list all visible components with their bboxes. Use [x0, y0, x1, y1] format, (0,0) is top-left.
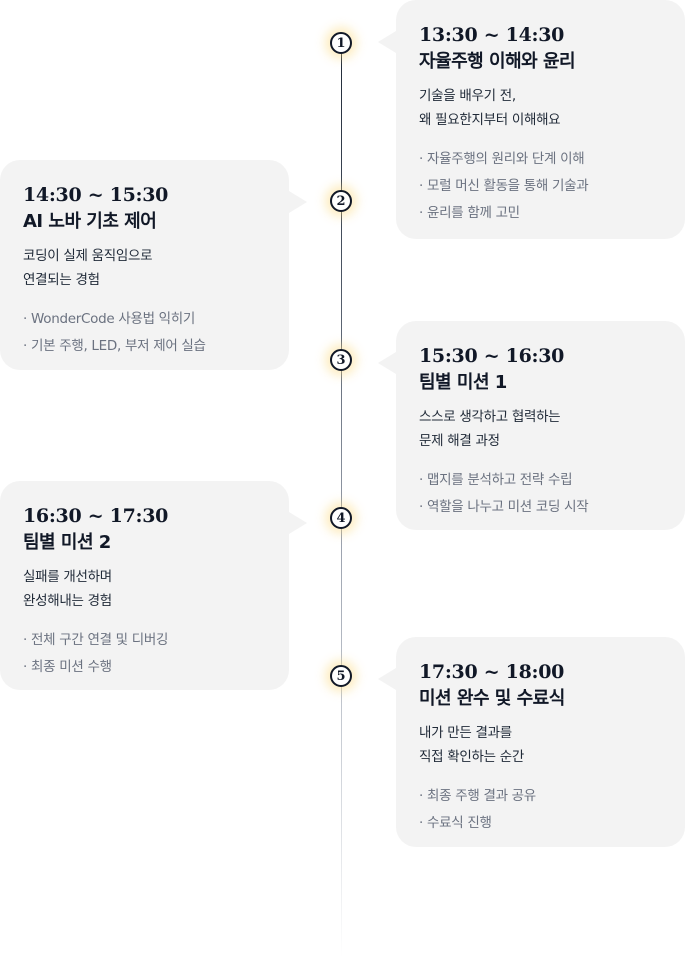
session-title: AI 노바 기초 제어	[23, 211, 157, 232]
bullet-item: · 윤리를 함께 고민	[419, 205, 520, 221]
description-line: 코딩이 실제 움직임으로	[23, 248, 153, 264]
description-line: 스스로 생각하고 협력하는	[419, 409, 561, 425]
bullet-item: · 전체 구간 연결 및 디버깅	[23, 632, 169, 648]
session-bullets: · 맵지를 분석하고 전략 수립 · 역할을 나누고 미션 코딩 시작	[419, 467, 663, 521]
session-time: 14:30 ~ 15:30	[23, 184, 169, 206]
session-time: 15:30 ~ 16:30	[419, 345, 565, 367]
step-marker-4: 4	[330, 507, 352, 529]
bullet-item: · 자율주행의 원리와 단계 이해	[419, 151, 585, 167]
step-marker-5: 5	[330, 665, 352, 687]
step-number: 5	[336, 668, 346, 684]
step-marker-3: 3	[330, 349, 352, 371]
session-title: 미션 완수 및 수료식	[419, 688, 565, 709]
session-description: 코딩이 실제 움직임으로 연결되는 경험	[23, 244, 267, 292]
session-description: 실패를 개선하며 완성해내는 경험	[23, 565, 267, 613]
session-bullets: · WonderCode 사용법 익히기 · 기본 주행, LED, 부저 제어…	[23, 306, 267, 360]
session-title: 자율주행 이해와 윤리	[419, 51, 576, 72]
bullet-item: · 최종 미션 수행	[23, 659, 112, 675]
description-line: 연결되는 경험	[23, 272, 100, 288]
session-card-1: 13:30 ~ 14:30 자율주행 이해와 윤리 기술을 배우기 전, 왜 필…	[378, 0, 685, 239]
step-marker-2: 2	[330, 190, 352, 212]
description-line: 직접 확인하는 순간	[419, 749, 524, 765]
session-description: 스스로 생각하고 협력하는 문제 해결 과정	[419, 405, 663, 453]
session-card-4: 16:30 ~ 17:30 팀별 미션 2 실패를 개선하며 완성해내는 경험 …	[0, 481, 307, 690]
session-title: 팀별 미션 1	[419, 372, 507, 393]
step-number: 2	[336, 193, 346, 209]
session-card-3: 15:30 ~ 16:30 팀별 미션 1 스스로 생각하고 협력하는 문제 해…	[378, 321, 685, 530]
description-line: 기술을 배우기 전,	[419, 88, 516, 104]
description-line: 문제 해결 과정	[419, 433, 500, 449]
step-number: 3	[336, 352, 346, 368]
step-marker-1: 1	[330, 32, 352, 54]
bullet-item: · 맵지를 분석하고 전략 수립	[419, 472, 573, 488]
session-time: 17:30 ~ 18:00	[419, 661, 565, 683]
timeline-line	[341, 43, 342, 958]
bullet-item: · 역할을 나누고 미션 코딩 시작	[419, 499, 589, 515]
description-line: 왜 필요한지부터 이해해요	[419, 112, 561, 128]
session-description: 내가 만든 결과를 직접 확인하는 순간	[419, 721, 663, 769]
session-time: 16:30 ~ 17:30	[23, 505, 169, 527]
session-title: 팀별 미션 2	[23, 532, 111, 553]
bullet-item: · 최종 주행 결과 공유	[419, 788, 536, 804]
session-description: 기술을 배우기 전, 왜 필요한지부터 이해해요	[419, 84, 663, 132]
description-line: 내가 만든 결과를	[419, 725, 512, 741]
session-card-5: 17:30 ~ 18:00 미션 완수 및 수료식 내가 만든 결과를 직접 확…	[378, 637, 685, 847]
bullet-item: · 수료식 진행	[419, 815, 492, 831]
bullet-item: · WonderCode 사용법 익히기	[23, 311, 196, 327]
description-line: 실패를 개선하며	[23, 569, 112, 585]
bullet-item: · 기본 주행, LED, 부저 제어 실습	[23, 338, 206, 354]
bullet-item: · 모럴 머신 활동을 통해 기술과	[419, 178, 589, 194]
card-pointer	[378, 668, 396, 690]
session-bullets: · 최종 주행 결과 공유 · 수료식 진행	[419, 783, 663, 837]
card-pointer	[378, 31, 396, 53]
step-number: 1	[336, 35, 346, 51]
card-pointer	[289, 512, 307, 534]
description-line: 완성해내는 경험	[23, 593, 112, 609]
session-card-2: 14:30 ~ 15:30 AI 노바 기초 제어 코딩이 실제 움직임으로 연…	[0, 160, 307, 370]
step-number: 4	[336, 510, 346, 526]
session-bullets: · 전체 구간 연결 및 디버깅 · 최종 미션 수행	[23, 627, 267, 681]
card-pointer	[378, 352, 396, 374]
session-bullets: · 자율주행의 원리와 단계 이해 · 모럴 머신 활동을 통해 기술과 · 윤…	[419, 146, 663, 227]
card-pointer	[289, 191, 307, 213]
session-time: 13:30 ~ 14:30	[419, 24, 565, 46]
